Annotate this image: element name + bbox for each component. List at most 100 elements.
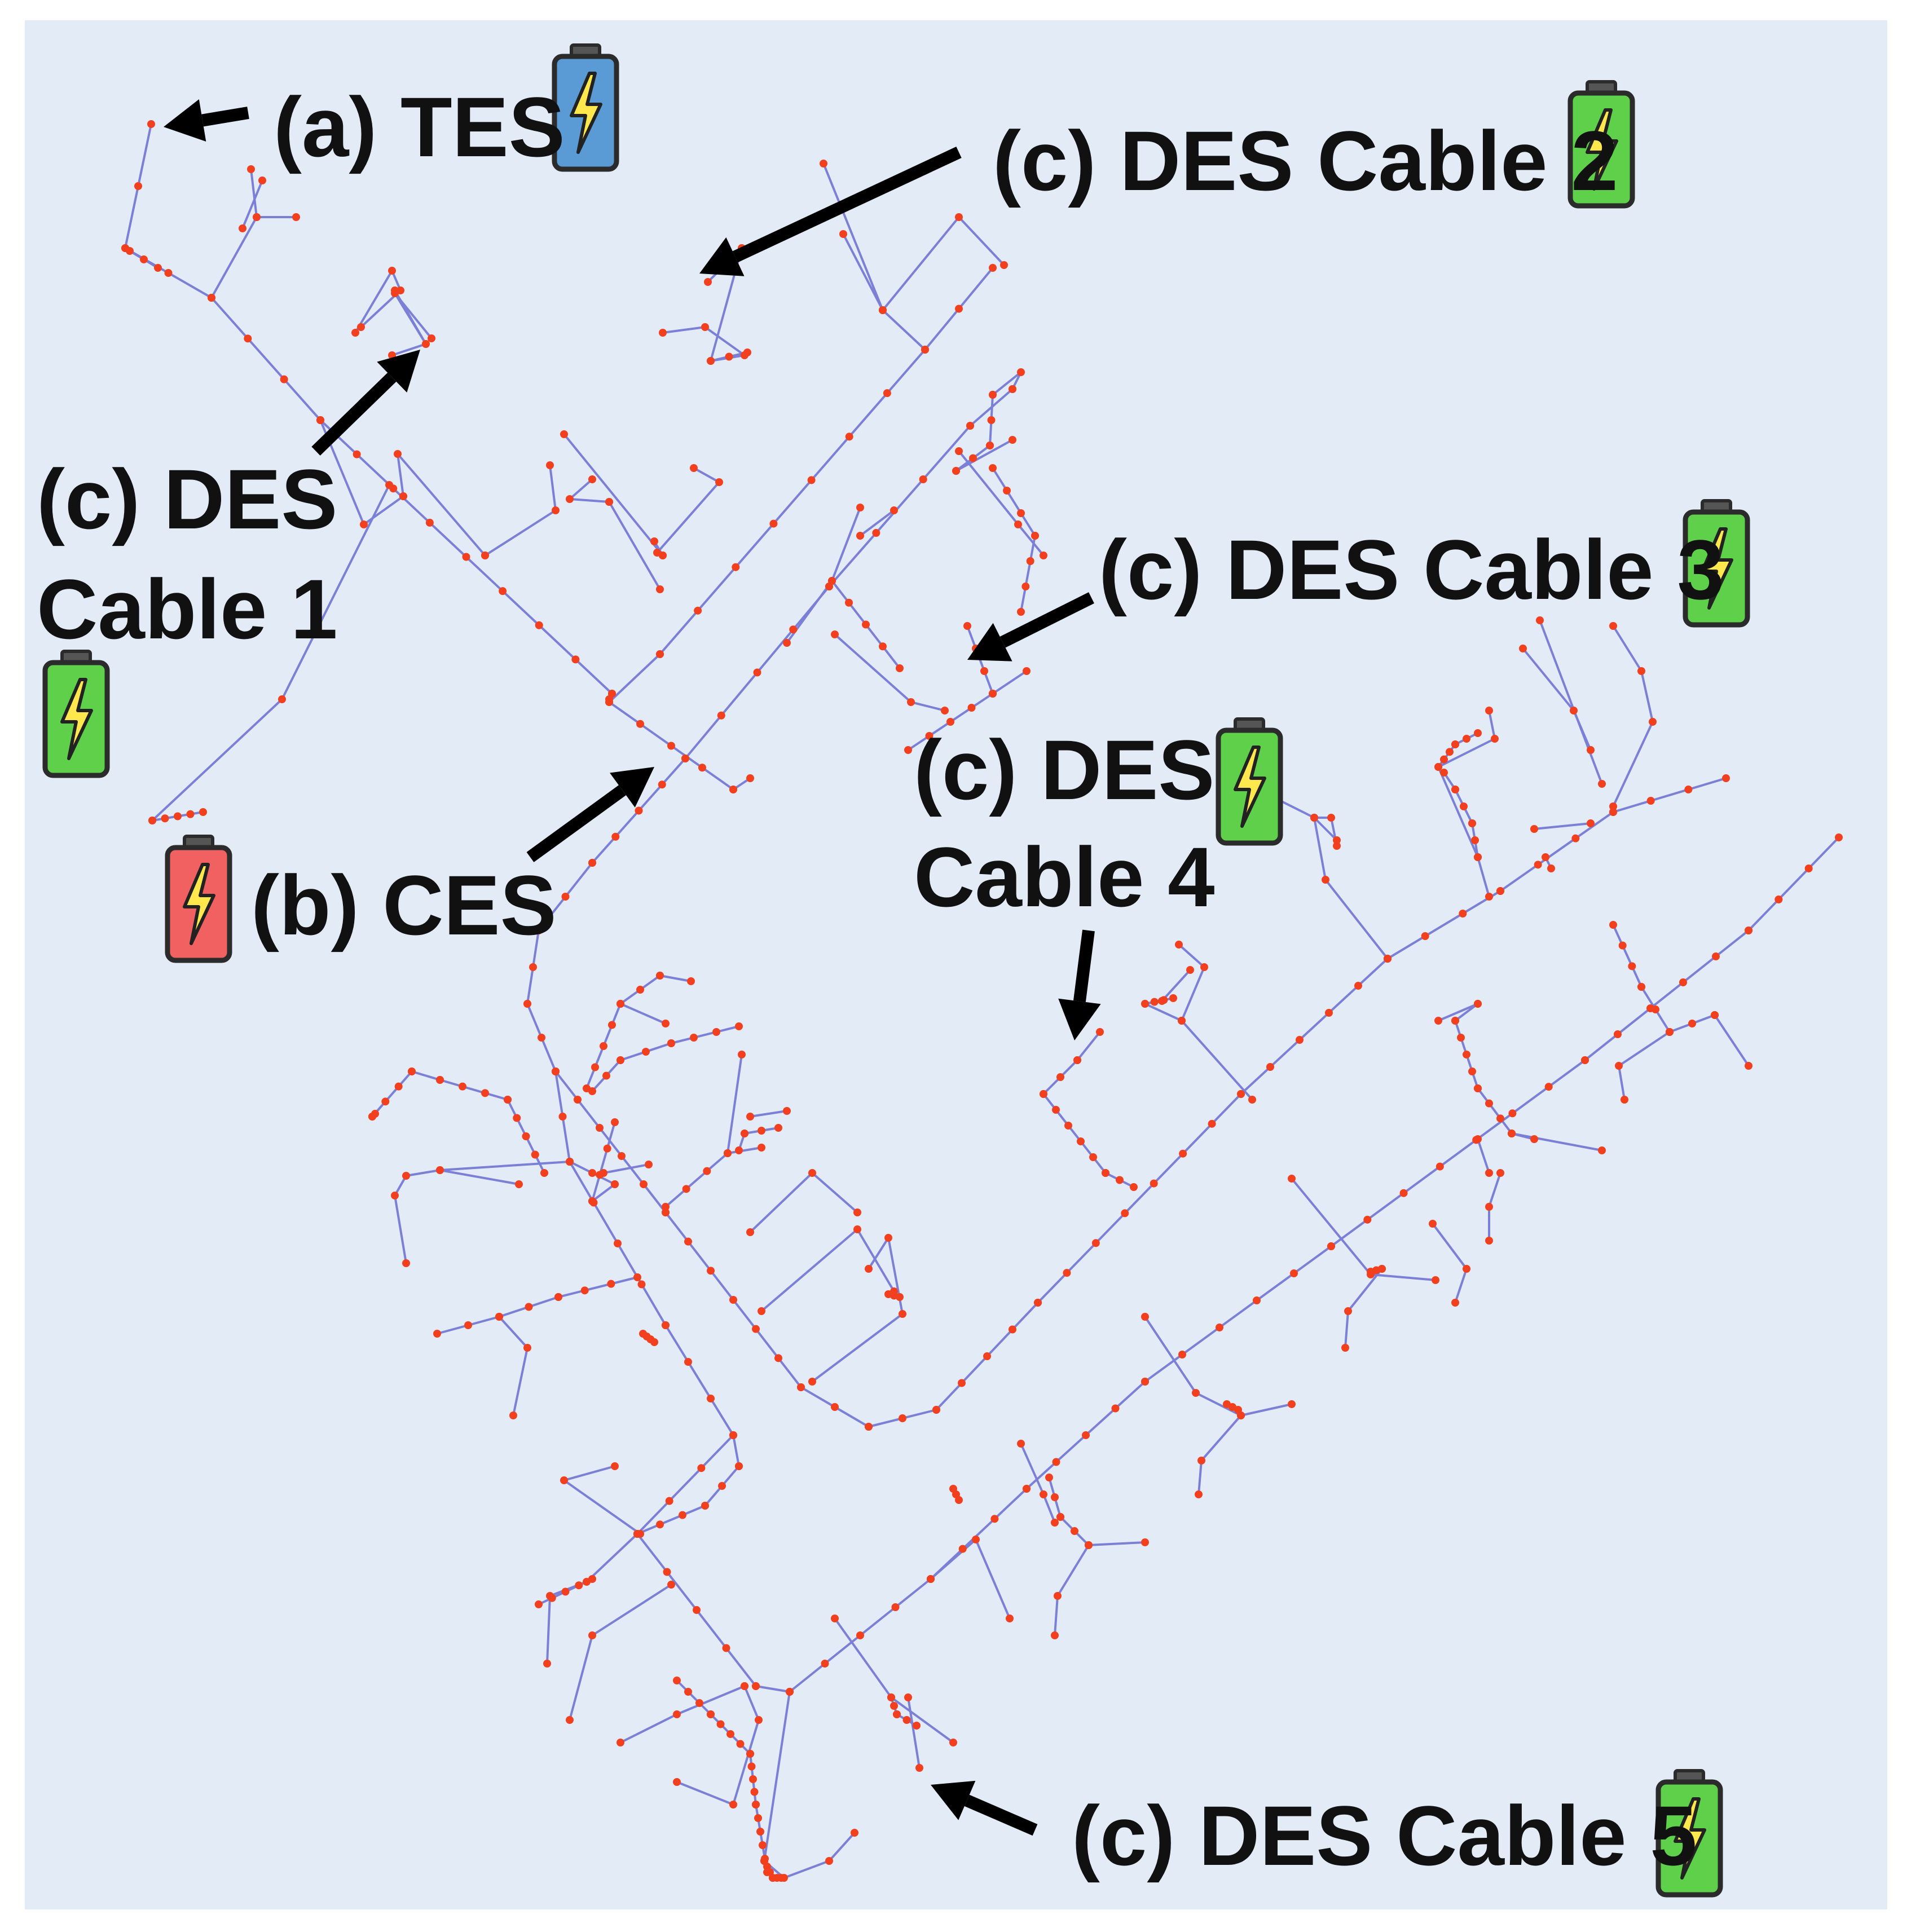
node-dot [1200,963,1208,971]
cable-segment [992,670,1028,695]
node-dot [1587,819,1595,827]
node-dot [738,1051,746,1058]
node-dot [433,1330,441,1338]
node-dot [239,224,246,232]
node-dot [186,810,195,818]
arrow-head [1058,998,1101,1040]
node-dot [642,1048,650,1056]
node-dot [548,1594,556,1602]
arrow-shaft [526,785,626,862]
node-dot [1096,1028,1104,1036]
node-dot [637,1280,646,1289]
node-dot [752,1325,760,1333]
node-dot [1290,1269,1298,1277]
node-dot [753,668,761,677]
node-dot [807,476,816,484]
node-dot [588,859,596,867]
node-dot [659,329,667,337]
node-dot [1459,910,1467,918]
node-dot [1141,1313,1149,1321]
node-dot [682,1185,690,1193]
node-dot [845,598,853,607]
node-dot [1474,729,1482,737]
cable-segment [608,501,661,590]
node-dot [495,1313,503,1321]
node-dot [690,1034,698,1042]
node-dot [980,667,988,675]
node-dot [724,1149,732,1157]
node-dot [891,1603,900,1611]
node-dot [656,585,664,593]
node-dot [694,606,702,615]
node-dot [1253,1296,1261,1304]
node-dot [543,1660,551,1668]
node-dot [1609,622,1617,630]
arrow-to-tes [164,99,249,142]
label-des-cable-2: (c) DES Cable 2 [993,113,1618,208]
node-dot [1031,532,1039,540]
node-dot [1536,616,1544,624]
cable-segment [811,1237,904,1383]
node-dot [774,1124,782,1132]
node-dot [561,1587,570,1596]
node-dot [783,639,791,647]
node-dot [636,986,644,994]
node-dot [566,1716,574,1724]
node-dot [1485,893,1493,901]
node-dot [1508,1130,1516,1137]
node-dot [253,213,261,221]
node-dot [391,289,399,297]
node-dot [856,1631,864,1639]
node-dot [1609,802,1617,810]
node-dot [292,213,300,221]
node-dot [1344,1307,1352,1315]
node-dot [1496,1114,1504,1123]
node-dot [1745,927,1753,934]
node-dot [1073,1056,1081,1064]
node-dot [667,1581,675,1589]
node-dot [535,927,543,934]
node-dot [684,1688,692,1696]
arrow-shaft [999,592,1094,648]
node-dot [636,720,644,728]
node-dot [1434,763,1442,771]
node-dot [600,1042,607,1050]
node-dot [1178,1351,1186,1358]
node-dot [786,1688,794,1696]
node-dot [244,334,252,343]
node-dot [650,1338,658,1346]
node-dot [1186,966,1194,974]
node-dot [681,755,689,762]
node-dot [1121,1209,1129,1218]
node-dot [554,1293,562,1301]
node-dot [1341,1344,1349,1352]
node-dot [1474,853,1482,861]
node-dot [1421,932,1429,940]
node-dot [1248,1096,1256,1104]
node-dot [1463,1265,1470,1273]
node-dot [1474,1135,1482,1143]
node-dot [725,352,733,361]
node-dot [1175,941,1183,949]
node-dot [258,177,266,184]
node-dot [987,416,996,424]
node-dot [1054,1592,1062,1600]
node-dot [1026,557,1034,565]
node-dot [735,1146,743,1154]
node-dot [853,1225,861,1233]
node-dot [701,1502,709,1510]
node-dot [967,704,976,712]
node-dot [662,1208,670,1216]
node-dot [611,1462,619,1470]
node-dot [955,305,963,313]
node-dot [783,1107,791,1115]
node-dot [966,422,974,430]
arrow-shaft [311,372,397,456]
node-dot [659,552,667,559]
node-dot [436,1076,444,1084]
node-dot [199,808,207,816]
node-dot [839,230,847,238]
node-dot [1679,978,1687,986]
node-dot [408,1068,416,1075]
node-dot [134,182,142,190]
